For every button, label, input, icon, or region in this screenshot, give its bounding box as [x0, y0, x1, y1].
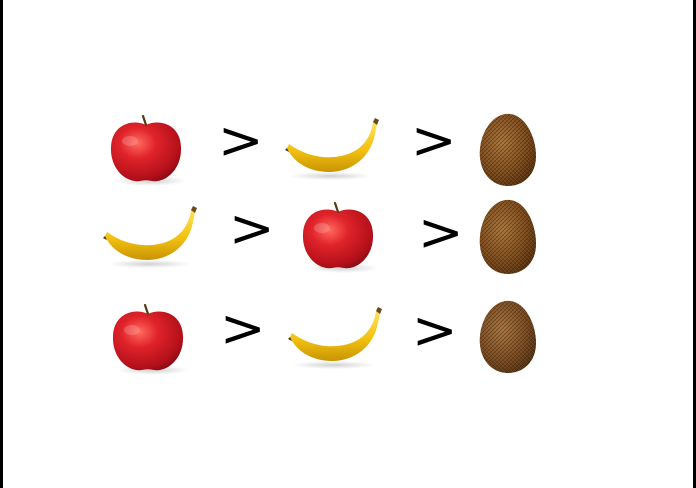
apple-icon	[298, 201, 379, 274]
greater-than-symbol: >	[417, 203, 464, 263]
coconut-icon	[476, 112, 540, 188]
apple-icon	[106, 114, 187, 187]
greater-than-symbol: >	[228, 199, 275, 259]
greater-than-symbol: >	[217, 111, 264, 171]
greater-than-symbol: >	[410, 111, 457, 171]
greater-than-symbol: >	[411, 301, 458, 361]
coconut-icon	[476, 299, 540, 375]
banana-icon	[101, 206, 197, 270]
greater-than-symbol: >	[219, 299, 266, 359]
fruit-comparison-canvas: > > > >	[3, 0, 693, 488]
coconut-icon	[476, 198, 540, 276]
banana-icon	[283, 118, 379, 182]
banana-icon	[286, 307, 382, 371]
apple-icon	[108, 303, 189, 376]
